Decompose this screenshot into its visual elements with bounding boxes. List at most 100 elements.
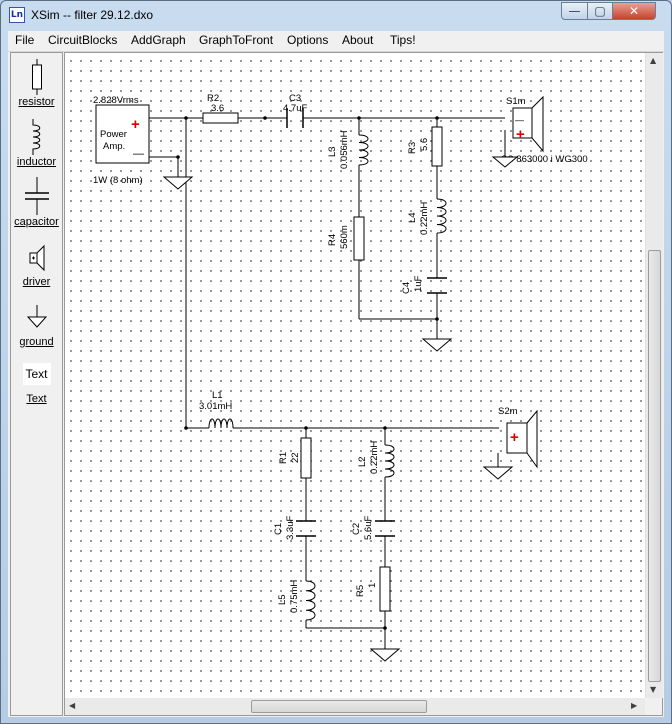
svg-text:3.6: 3.6 (211, 103, 224, 114)
scroll-down-icon[interactable]: ▼ (650, 685, 657, 694)
svg-text:3.01mH: 3.01mH (199, 401, 232, 412)
client-area: resistor inductor capacitor (8, 52, 664, 717)
inductor-L1[interactable]: L1 3.01mH (199, 390, 234, 429)
svg-text:0.75mH: 0.75mH (289, 580, 300, 613)
resistor-R1[interactable]: R1 22 (278, 437, 312, 479)
ground-symbol[interactable] (482, 466, 514, 480)
text-tool-icon: Text (22, 363, 51, 385)
svg-text:SS 863000 i WG300: SS 863000 i WG300 (501, 154, 588, 165)
svg-text:L4: L4 (407, 212, 418, 223)
window-title: XSim -- filter 29.12.dxo (31, 8, 154, 22)
scroll-left-icon[interactable]: ◀ (69, 701, 76, 710)
tool-label-ground: ground (19, 336, 54, 348)
menu-about[interactable]: About (342, 33, 374, 47)
power-amp[interactable]: + — Power Amp. 2.828Vrms 1W (8 ohm) (93, 95, 150, 186)
ground-symbol[interactable] (369, 648, 401, 662)
speaker-S1m[interactable]: S1m — + SS 863000 i WG300 (501, 95, 588, 165)
close-icon: ✕ (628, 4, 640, 18)
title-bar[interactable]: Ln XSim -- filter 29.12.dxo — ▢ ✕ (1, 1, 671, 31)
ground-symbol[interactable] (162, 176, 194, 190)
svg-text:C3: C3 (289, 93, 301, 104)
svg-text:3.3uF: 3.3uF (285, 516, 296, 540)
svg-text:5.6: 5.6 (419, 138, 430, 151)
tool-label-capacitor: capacitor (14, 216, 59, 228)
amp-label-line2: Amp. (103, 141, 125, 152)
ground-icon (26, 305, 47, 328)
maximize-button[interactable]: ▢ (587, 2, 613, 20)
svg-text:560m: 560m (339, 225, 350, 249)
inductor-L2[interactable]: L2 0.22mH (357, 441, 395, 478)
amp-label-line1: Power (100, 129, 127, 140)
svg-text:22: 22 (290, 452, 301, 463)
menu-addgraph[interactable]: AddGraph (131, 33, 186, 47)
svg-text:R1: R1 (278, 452, 289, 464)
svg-text:0.056mH: 0.056mH (339, 130, 350, 169)
tool-label-resistor: resistor (18, 96, 55, 108)
resistor-R5[interactable]: R5 1 (355, 566, 391, 612)
inductor-L5[interactable]: L5 0.75mH (277, 580, 316, 621)
inductor-icon (32, 119, 40, 155)
svg-text:+: + (516, 126, 525, 143)
vertical-scrollbar[interactable]: ▲ ▼ (645, 53, 663, 698)
svg-text:L2: L2 (357, 456, 368, 467)
close-button[interactable]: ✕ (612, 2, 656, 20)
tool-text[interactable]: Text Text (11, 359, 62, 405)
svg-text:L1: L1 (212, 390, 223, 401)
resistor-R2[interactable]: R2 3.6 (202, 93, 239, 124)
menu-file[interactable]: File (15, 33, 35, 47)
schematic-drawing: + — Power Amp. 2.828Vrms 1W (8 ohm) R2 3… (93, 93, 588, 662)
menu-tips[interactable]: Tips! (390, 33, 416, 47)
menu-options[interactable]: Options (287, 33, 329, 47)
svg-text:0.22mH: 0.22mH (369, 441, 380, 474)
svg-text:5.6uF: 5.6uF (363, 516, 374, 540)
schematic-canvas[interactable]: + — Power Amp. 2.828Vrms 1W (8 ohm) R2 3… (65, 53, 645, 698)
scroll-up-icon[interactable]: ▲ (650, 56, 657, 65)
tool-inductor[interactable]: inductor (11, 119, 62, 168)
tool-label-text: Text (26, 393, 47, 405)
svg-text:1uF: 1uF (413, 275, 424, 292)
svg-text:R5: R5 (355, 585, 366, 597)
minimize-button[interactable]: — (561, 2, 588, 20)
capacitor-C4[interactable]: C4 1uF (401, 275, 447, 294)
speaker-S2m[interactable]: S2m + (498, 406, 538, 469)
tool-ground[interactable]: ground (11, 303, 62, 348)
svg-text:L5: L5 (277, 594, 288, 605)
component-toolbox: resistor inductor capacitor (10, 52, 63, 716)
tool-resistor[interactable]: resistor (11, 59, 62, 108)
capacitor-C2[interactable]: C2 5.6uF (351, 516, 395, 540)
resistor-R4[interactable]: R4 560m (327, 216, 365, 261)
amp-power: 1W (8 ohm) (93, 175, 143, 186)
tool-driver[interactable]: driver (11, 243, 62, 288)
amp-voltage: 2.828Vrms (93, 95, 139, 106)
amp-plus: + (131, 116, 140, 133)
svg-text:R3: R3 (407, 142, 418, 154)
schematic-editor: + — Power Amp. 2.828Vrms 1W (8 ohm) R2 3… (64, 52, 663, 716)
svg-text:C4: C4 (401, 282, 412, 294)
capacitor-C3[interactable]: C3 4.7uF (283, 93, 307, 128)
ground-symbol[interactable] (421, 338, 453, 352)
scroll-corner (645, 698, 662, 715)
ground-symbol[interactable] (491, 156, 519, 168)
svg-text:0.22mH: 0.22mH (419, 202, 430, 235)
menu-circuitblocks[interactable]: CircuitBlocks (48, 33, 118, 47)
horizontal-scrollbar[interactable]: ◀ ▶ (65, 698, 645, 715)
resistor-R3[interactable]: R3 5.6 (407, 126, 443, 167)
tool-capacitor[interactable]: capacitor (11, 177, 62, 228)
vertical-scroll-thumb[interactable] (648, 250, 661, 682)
svg-text:C1: C1 (273, 523, 284, 535)
svg-text:—: — (515, 115, 524, 125)
minimize-icon: — (568, 4, 581, 18)
scroll-right-icon[interactable]: ▶ (631, 701, 638, 710)
speaker-icon (29, 244, 44, 272)
horizontal-scroll-thumb[interactable] (251, 700, 427, 713)
maximize-icon: ▢ (594, 4, 606, 18)
inductor-L3[interactable]: L3 0.056mH (327, 130, 369, 169)
svg-text:R2: R2 (207, 93, 219, 104)
menu-bar: File CircuitBlocks AddGraph GraphToFront… (8, 31, 664, 52)
inductor-L4[interactable]: L4 0.22mH (407, 198, 447, 235)
menu-graphtofront[interactable]: GraphToFront (199, 33, 274, 47)
svg-text:1: 1 (367, 583, 378, 588)
app-icon: Ln (9, 7, 25, 23)
capacitor-C1[interactable]: C1 3.3uF (273, 516, 316, 540)
